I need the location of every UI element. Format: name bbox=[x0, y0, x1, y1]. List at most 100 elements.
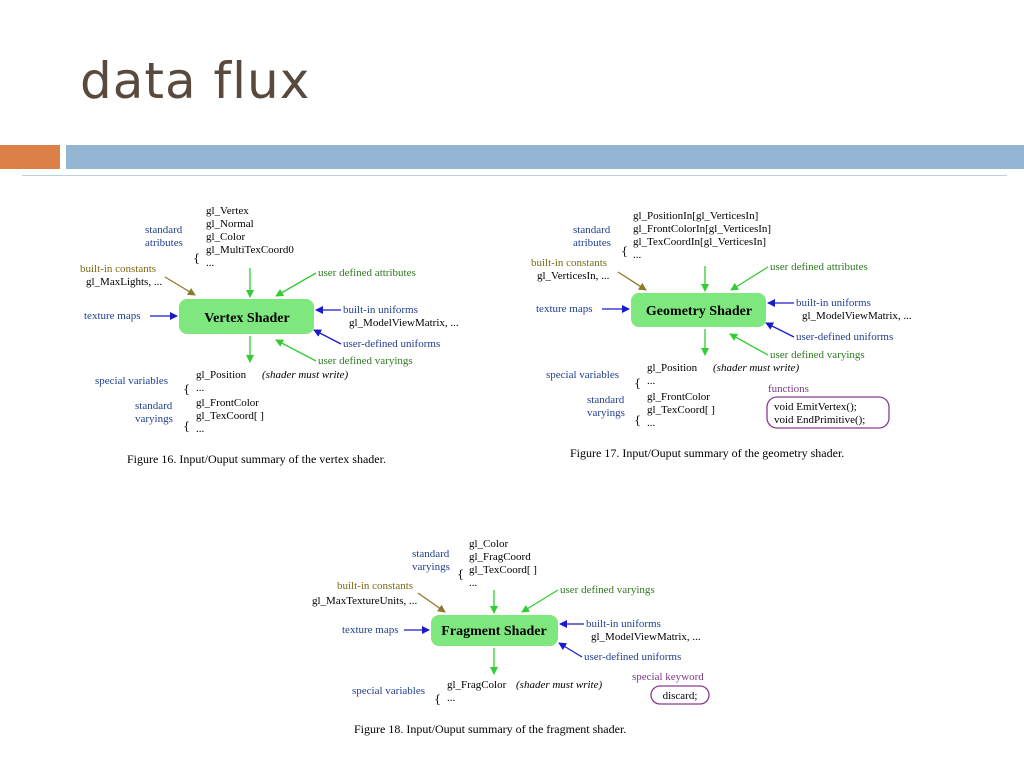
fragment-varyings-brace: { bbox=[457, 568, 464, 581]
fragment-keyword: discard; bbox=[663, 690, 698, 702]
fragment-caption: Figure 18. Input/Ouput summary of the fr… bbox=[354, 722, 626, 736]
vertex-attr-5: ... bbox=[206, 257, 215, 269]
geometry-special-2: ... bbox=[647, 375, 656, 387]
vertex-attr-label-1: standard bbox=[145, 224, 183, 236]
geometry-varyings-brace: { bbox=[634, 414, 641, 427]
slide-title: data flux bbox=[80, 52, 311, 110]
fragment-constant-value: gl_MaxTextureUnits, ... bbox=[312, 595, 417, 607]
geometry-constants-arrow bbox=[617, 271, 647, 291]
fragment-builtin-constants-label: built-in constants bbox=[337, 580, 413, 592]
vertex-user-uniforms-label: user-defined uniforms bbox=[343, 338, 440, 350]
vertex-texture-maps-label: texture maps bbox=[84, 310, 141, 322]
vertex-special-label: special variables bbox=[95, 375, 168, 387]
geometry-uniform-value: gl_ModelViewMatrix, ... bbox=[802, 310, 912, 322]
fragment-special-1: gl_FragColor bbox=[447, 679, 507, 691]
geometry-varying-2: gl_TexCoord[ ] bbox=[647, 404, 715, 416]
vertex-user-uniforms-arrow bbox=[313, 329, 342, 345]
vertex-shader-figure: standard atributes { gl_Vertex gl_Normal… bbox=[80, 205, 459, 466]
vertex-user-varyings-label: user defined varyings bbox=[318, 355, 413, 367]
fragment-builtin-uniforms-label: built-in uniforms bbox=[586, 618, 661, 630]
geometry-builtin-uniforms-label: built-in uniforms bbox=[796, 297, 871, 309]
vertex-varying-3: ... bbox=[196, 423, 205, 435]
vertex-varyings-label-1: standard bbox=[135, 400, 173, 412]
fragment-must-write: (shader must write) bbox=[516, 679, 603, 691]
geometry-special-label: special variables bbox=[546, 369, 619, 381]
vertex-special-1: gl_Position bbox=[196, 369, 247, 381]
geometry-must-write: (shader must write) bbox=[713, 362, 800, 374]
vertex-user-attrs-arrow bbox=[275, 272, 317, 297]
vertex-uniform-value: gl_ModelViewMatrix, ... bbox=[349, 317, 459, 329]
vertex-shader-box bbox=[179, 299, 314, 334]
vertex-builtin-uniforms-label: built-in uniforms bbox=[343, 304, 418, 316]
geometry-texture-maps-label: texture maps bbox=[536, 303, 593, 315]
vertex-shader-label: Vertex Shader bbox=[204, 311, 289, 326]
vertex-attr-4: gl_MultiTexCoord0 bbox=[206, 244, 294, 256]
geometry-user-varyings-label: user defined varyings bbox=[770, 349, 865, 361]
fragment-user-varyings-label: user defined varyings bbox=[560, 584, 655, 596]
vertex-special-2: ... bbox=[196, 382, 205, 394]
vertex-constant-value: gl_MaxLights, ... bbox=[86, 276, 162, 288]
fragment-uniform-value: gl_ModelViewMatrix, ... bbox=[591, 631, 701, 643]
title-bar bbox=[66, 145, 1024, 169]
geometry-function-1: void EmitVertex(); bbox=[774, 401, 857, 413]
geometry-user-uniforms-arrow bbox=[765, 322, 795, 338]
vertex-varying-1: gl_FrontColor bbox=[196, 397, 259, 409]
geometry-attr-label-2: atributes bbox=[573, 237, 611, 249]
geometry-attr-4: ... bbox=[633, 249, 642, 261]
geometry-varyings-label-2: varyings bbox=[587, 407, 625, 419]
fragment-shader-label: Fragment Shader bbox=[441, 624, 546, 639]
geometry-constant-value: gl_VerticesIn, ... bbox=[537, 270, 610, 282]
geometry-shader-box bbox=[631, 293, 766, 327]
geometry-shader-figure: standard atributes { gl_PositionIn[gl_Ve… bbox=[531, 210, 912, 460]
vertex-attr-3: gl_Color bbox=[206, 231, 245, 243]
fragment-special-2: ... bbox=[447, 692, 456, 704]
fragment-keyword-label: special keyword bbox=[632, 671, 704, 683]
fragment-keyword-box bbox=[650, 685, 710, 705]
geometry-varying-1: gl_FrontColor bbox=[647, 391, 710, 403]
vertex-varying-2: gl_TexCoord[ ] bbox=[196, 410, 264, 422]
geometry-builtin-constants-label: built-in constants bbox=[531, 257, 607, 269]
fragment-varying-2: gl_FragCoord bbox=[469, 551, 531, 563]
title-accent-bar bbox=[0, 145, 60, 169]
geometry-function-2: void EndPrimitive(); bbox=[774, 414, 865, 426]
vertex-special-brace: { bbox=[183, 383, 190, 396]
geometry-user-attrs-arrow bbox=[730, 266, 769, 291]
fragment-special-brace: { bbox=[434, 693, 441, 706]
vertex-attr-label-2: atributes bbox=[145, 237, 183, 249]
fragment-user-varyings-arrow bbox=[521, 589, 559, 613]
geometry-user-uniforms-label: user-defined uniforms bbox=[796, 331, 893, 343]
geometry-attr-brace: { bbox=[621, 245, 628, 258]
geometry-user-varyings-arrow bbox=[729, 333, 769, 356]
vertex-must-write: (shader must write) bbox=[262, 369, 349, 381]
fragment-varyings-label-2: varyings bbox=[412, 561, 450, 573]
fragment-varying-4: ... bbox=[469, 577, 478, 589]
geometry-varying-3: ... bbox=[647, 417, 656, 429]
fragment-shader-box bbox=[431, 615, 558, 646]
vertex-attr-brace: { bbox=[193, 252, 200, 265]
geometry-caption: Figure 17. Input/Ouput summary of the ge… bbox=[570, 446, 844, 460]
vertex-builtin-constants-label: built-in constants bbox=[80, 263, 156, 275]
vertex-constants-arrow bbox=[164, 276, 196, 296]
fragment-user-uniforms-label: user-defined uniforms bbox=[584, 651, 681, 663]
geometry-special-1: gl_Position bbox=[647, 362, 698, 374]
geometry-varyings-label-1: standard bbox=[587, 394, 625, 406]
fragment-special-label: special variables bbox=[352, 685, 425, 697]
fragment-constants-arrow bbox=[417, 592, 446, 613]
vertex-varyings-brace: { bbox=[183, 420, 190, 433]
fragment-varying-3: gl_TexCoord[ ] bbox=[469, 564, 537, 576]
vertex-user-varyings-arrow bbox=[275, 339, 317, 362]
fragment-user-uniforms-arrow bbox=[558, 642, 583, 658]
geometry-attr-2: gl_FrontColorIn[gl_VerticesIn] bbox=[633, 223, 771, 235]
fragment-shader-figure: standard varyings { gl_Color gl_FragCoor… bbox=[312, 538, 710, 736]
vertex-user-attrs-label: user defined attributes bbox=[318, 267, 416, 279]
geometry-attr-1: gl_PositionIn[gl_VerticesIn] bbox=[633, 210, 758, 222]
vertex-varyings-label-2: varyings bbox=[135, 413, 173, 425]
geometry-shader-label: Geometry Shader bbox=[646, 304, 752, 319]
fragment-varyings-label-1: standard bbox=[412, 548, 450, 560]
vertex-attr-2: gl_Normal bbox=[206, 218, 254, 230]
geometry-attr-3: gl_TexCoordIn[gl_VerticesIn] bbox=[633, 236, 766, 248]
geometry-functions-box bbox=[766, 396, 890, 429]
geometry-special-brace: { bbox=[634, 377, 641, 390]
title-rule bbox=[22, 175, 1007, 176]
